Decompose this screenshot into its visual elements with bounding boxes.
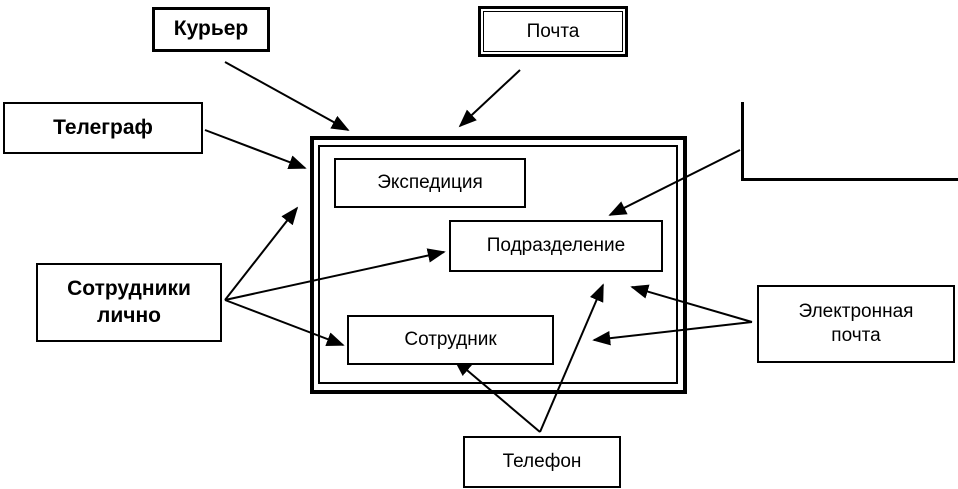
staff-personally-label: Сотрудники лично	[67, 277, 191, 327]
phone-label: Телефон	[502, 451, 582, 473]
arrow-email-employee	[592, 321, 753, 346]
arrow-bracket-subdivision	[608, 149, 741, 216]
telegraph-box: Телеграф	[3, 102, 203, 154]
arrow-staff-frame	[224, 206, 299, 301]
staff-personally-box: Сотрудники лично	[36, 263, 222, 342]
courier-box: Курьер	[152, 7, 270, 52]
subdivision-box: Подразделение	[449, 220, 663, 272]
arrow-phone-employee	[453, 358, 541, 433]
organization-frame-inner	[318, 145, 678, 384]
email-box: Электронная почта	[757, 285, 955, 363]
expedition-box: Экспедиция	[334, 158, 526, 208]
employee-label: Сотрудник	[404, 329, 497, 351]
arrow-phone-inner	[539, 283, 604, 433]
expedition-label: Экспедиция	[377, 172, 483, 194]
mail-box: Почта	[478, 6, 628, 57]
employee-box: Сотрудник	[347, 315, 554, 365]
subdivision-label: Подразделение	[486, 235, 626, 257]
arrow-courier	[224, 61, 350, 131]
arrow-mail	[458, 69, 521, 128]
organization-frame-outer	[310, 136, 687, 394]
mail-label: Почта	[526, 20, 580, 42]
arrow-staff-subdivision	[224, 248, 446, 301]
unlabeled-source-box	[741, 102, 958, 181]
email-label: Электронная почта	[798, 301, 914, 346]
telegraph-label: Телеграф	[53, 115, 153, 139]
courier-label: Курьер	[173, 17, 249, 41]
arrow-telegraph	[204, 129, 307, 169]
phone-box: Телефон	[463, 436, 621, 488]
arrow-staff-employee	[224, 299, 345, 346]
arrow-email-inner	[630, 284, 753, 323]
